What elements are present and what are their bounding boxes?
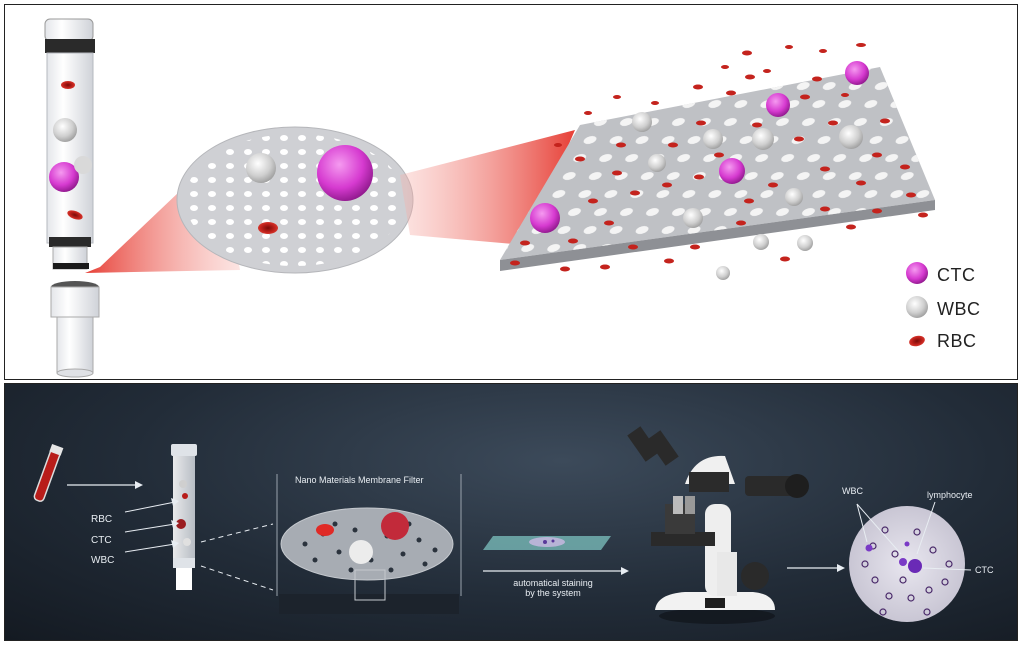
filter-title: Nano Materials Membrane Filter (295, 475, 424, 485)
staining-caption: automatical staining by the system (485, 578, 621, 598)
micro-label-ctc: CTC (975, 565, 994, 575)
disc-rbc (258, 222, 278, 234)
top-panel: CTC WBC RBC (4, 4, 1018, 380)
disc-wbc (246, 153, 276, 183)
microscope (627, 426, 809, 624)
legend-rbc-icon (909, 335, 925, 347)
disc-ctc (317, 145, 373, 201)
top-illustration (44, 18, 935, 378)
membrane-box (276, 474, 462, 614)
micrograph (849, 506, 965, 622)
micro-label-lymphocyte: lymphocyte (927, 490, 973, 500)
filter-device (44, 18, 100, 378)
legend-ctc-icon (906, 262, 928, 284)
staining-caption-line2: by the system (525, 588, 581, 598)
sheet-cells (530, 61, 869, 280)
bottom-panel: RBC CTC WBC Nano Materials Membrane Filt… (4, 383, 1018, 641)
scattered-rbcs (510, 43, 928, 272)
legend-wbc-icon (906, 296, 928, 318)
tube-label-ctc: CTC (91, 535, 112, 546)
blood-tube (33, 444, 64, 502)
legend-rbc-label: RBC (937, 331, 977, 351)
tube-label-rbc: RBC (91, 514, 113, 525)
membrane-sheet (500, 67, 935, 271)
legend-wbc-label: WBC (937, 299, 981, 319)
staining-caption-line1: automatical staining (513, 578, 593, 588)
workflow-illustration (33, 426, 972, 624)
slide (483, 536, 611, 550)
micro-label-wbc: WBC (842, 486, 863, 496)
membrane-disc (176, 126, 414, 274)
tube-label-wbc: WBC (91, 555, 115, 566)
legend-ctc-label: CTC (937, 265, 976, 285)
filter-tube (171, 444, 197, 590)
